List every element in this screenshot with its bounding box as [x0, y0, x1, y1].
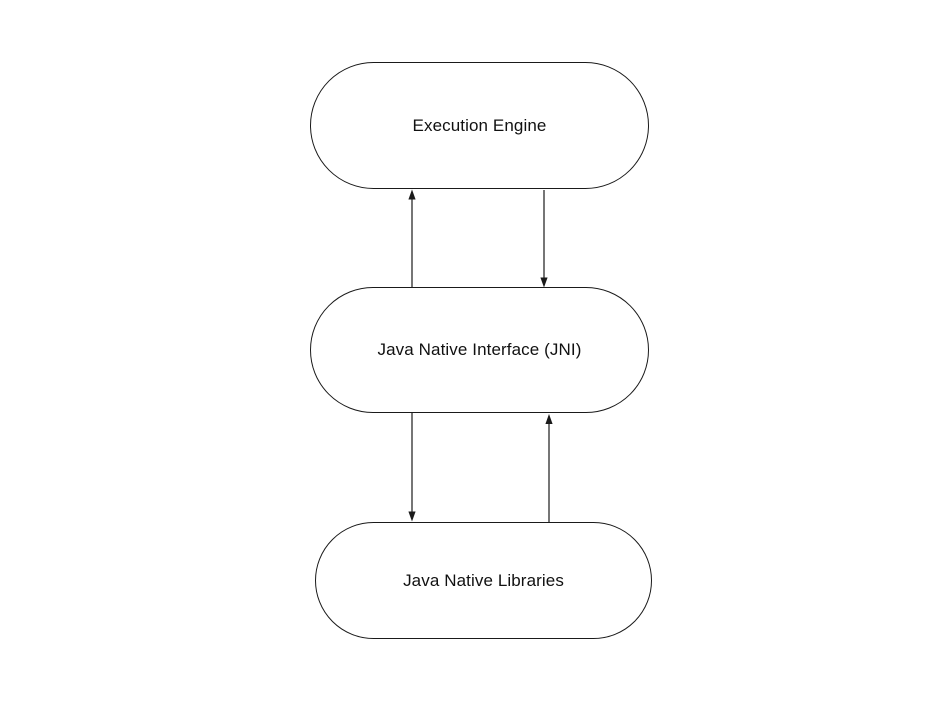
node-label: Execution Engine: [412, 115, 547, 135]
node-jni: Java Native Interface (JNI): [310, 287, 649, 413]
edge-jni-to-native-libraries: [408, 413, 416, 522]
node-native-libraries: Java Native Libraries: [315, 522, 652, 639]
edge-jni-to-execution-engine: [408, 189, 416, 288]
edge-native-libraries-to-jni: [545, 414, 553, 522]
node-label: Java Native Libraries: [403, 570, 564, 590]
node-execution-engine: Execution Engine: [310, 62, 649, 189]
arrowhead-up-icon: [408, 189, 416, 200]
arrowhead-down-icon: [408, 511, 416, 522]
arrowhead-up-icon: [545, 414, 553, 424]
edge-execution-engine-to-jni: [540, 190, 548, 288]
arrowhead-down-icon: [540, 277, 548, 288]
node-label: Java Native Interface (JNI): [377, 340, 582, 359]
